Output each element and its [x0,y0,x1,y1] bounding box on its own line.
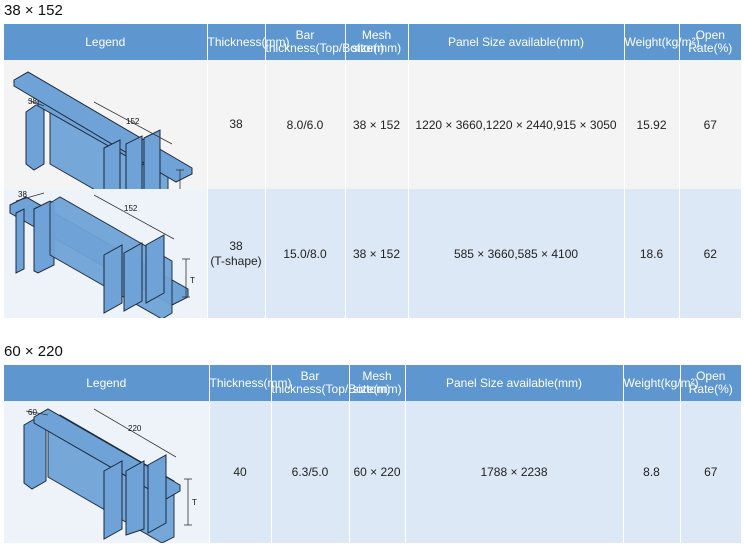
legend-cell: 60 220 T [4,401,209,543]
cell-weight: 8.8 [622,401,680,543]
header-open-rate: Open Rate(%) [679,365,741,401]
cell-open-rate: 67 [678,60,741,189]
legend-label-top: 38 [28,97,37,106]
cell-panel-size: 1220 × 3660,1220 × 2440,915 × 3050 [407,60,624,189]
cell-open-rate: 62 [678,189,741,318]
table-row: 38 152 T 38 8.0/6.0 38 × 152 1220 × 3660… [4,60,741,189]
cell-mesh-size: 60 × 220 [348,401,405,543]
spec-table-38x152: Legend Thickness(mm) Bar thickness(Top/B… [4,24,741,318]
header-panel-size: Panel Size available(mm) [404,365,623,401]
cell-panel-size: 1788 × 2238 [404,401,623,543]
header-mesh-size: Mesh size(mm) [348,365,405,401]
header-thickness: Thickness(mm) [206,24,290,60]
cell-weight: 15.92 [623,60,679,189]
legend-cell: 38 152 T [4,189,207,318]
header-weight: Weight(kg/m²) [623,24,700,60]
cell-panel-size: 585 × 3660,585 × 4100 [407,189,624,318]
grating-diagram-rect: 38 152 T [13,71,193,189]
grating-diagram-tshape: 38 152 T [9,190,195,318]
cell-open-rate: 67 [679,401,741,543]
spec-table-60x220: Legend Thickness(mm) Bar thickness(Top/B… [4,365,741,543]
header-bar-thickness: Bar thickness(Top/Bottom) [264,24,384,60]
cell-thickness: 38(T-shape) [206,189,265,318]
legend-label-height: T [190,276,195,285]
legend-label-length: 220 [128,424,142,433]
legend-label-length: 152 [124,204,138,213]
header-mesh-size: Mesh size(mm) [344,24,408,60]
cell-thickness: 38 [206,60,265,189]
header-open-rate: Open Rate(%) [678,24,741,60]
header-thickness: Thickness(mm) [208,365,292,401]
legend-label-height: T [192,498,197,507]
table-header-row: Legend Thickness(mm) Bar thickness(Top/B… [4,24,741,60]
table-header-row: Legend Thickness(mm) Bar thickness(Top/B… [4,365,741,401]
grating-diagram-rect: 60 220 T [23,408,197,543]
header-weight: Weight(kg/m²) [622,365,699,401]
header-bar-thickness: Bar thickness(Top/Bottom) [270,365,390,401]
cell-bar-thickness: 15.0/8.0 [264,189,345,318]
cell-bar-thickness: 8.0/6.0 [264,60,345,189]
section-title-38x152: 38 × 152 [4,2,63,19]
header-panel-size: Panel Size available(mm) [407,24,624,60]
table-row: 38 152 T 38(T-shape) 15.0/8.0 38 × 152 5… [4,189,741,318]
legend-label-top: 60 [28,408,37,417]
header-legend: Legend [4,365,209,401]
cell-bar-thickness: 6.3/5.0 [270,401,349,543]
cell-weight: 18.6 [623,189,679,318]
cell-thickness: 40 [208,401,271,543]
legend-label-length: 152 [126,117,140,126]
header-legend: Legend [4,24,207,60]
table-row: 60 220 T 40 6.3/5.0 60 × 220 1788 × 2238… [4,401,741,543]
cell-mesh-size: 38 × 152 [344,189,408,318]
legend-cell: 38 152 T [4,60,207,189]
cell-mesh-size: 38 × 152 [344,60,408,189]
section-title-60x220: 60 × 220 [4,343,63,360]
legend-label-top: 38 [18,190,27,199]
